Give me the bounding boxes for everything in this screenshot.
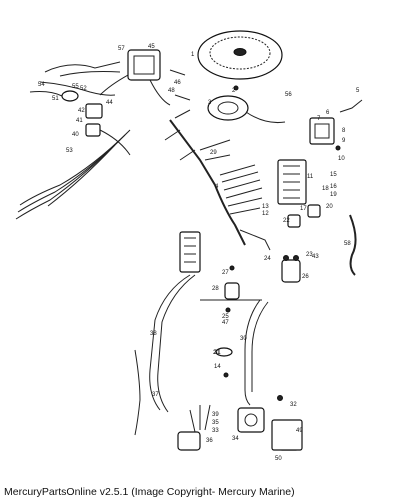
callout-46: 46 (174, 80, 181, 86)
callout-52: 52 (80, 86, 87, 92)
callout-23: 23 (306, 252, 313, 258)
callout-54: 54 (38, 82, 45, 88)
callout-38: 38 (150, 331, 157, 337)
callout-20: 20 (326, 204, 333, 210)
starter-solenoid-part (281, 255, 301, 283)
callout-5: 5 (356, 88, 360, 94)
callout-44: 44 (106, 100, 113, 106)
harness-connector-part (179, 231, 201, 273)
spark-plug-wires-part (29, 61, 121, 102)
callout-42: 42 (78, 108, 85, 114)
callout-19: 19 (330, 192, 337, 198)
main-harness-part (164, 109, 271, 251)
rectifier-part (85, 103, 131, 156)
callout-22: 22 (283, 218, 290, 224)
callout-58: 58 (344, 241, 351, 247)
trigger-harness-part (15, 129, 131, 220)
callout-27: 27 (222, 270, 229, 276)
voltage-regulator-part (309, 99, 363, 151)
callout-48: 48 (168, 88, 175, 94)
callout-45: 45 (148, 44, 155, 50)
callout-35: 35 (212, 420, 219, 426)
callout-3: 3 (208, 100, 212, 106)
callout-49: 49 (296, 428, 303, 434)
callout-25: 25 (222, 314, 229, 320)
callout-8: 8 (342, 128, 346, 134)
callout-32: 32 (290, 402, 297, 408)
stator-part (207, 95, 286, 123)
callout-9: 9 (342, 138, 346, 144)
callout-15: 15 (330, 172, 337, 178)
callout-6: 6 (326, 110, 330, 116)
bracket-part (224, 282, 240, 300)
callout-labels: 1 2 3 4 5 6 7 8 9 10 11 12 13 14 15 16 1… (38, 44, 360, 462)
callout-21: 21 (213, 350, 220, 356)
callout-17: 17 (300, 206, 307, 212)
callout-56: 56 (285, 92, 292, 98)
battery-cable-part (349, 214, 357, 276)
callout-7: 7 (317, 116, 321, 122)
callout-40: 40 (72, 132, 79, 138)
callout-51: 51 (52, 96, 59, 102)
callout-26: 26 (302, 274, 309, 280)
callout-57: 57 (118, 46, 125, 52)
callout-13: 13 (262, 204, 269, 210)
fasteners-part (215, 85, 283, 401)
callout-43: 43 (312, 254, 319, 260)
terminal-block-part (277, 159, 307, 205)
callout-37: 37 (152, 392, 159, 398)
callout-11: 11 (307, 174, 314, 180)
callout-39: 39 (212, 412, 219, 418)
key-switch-part (237, 407, 303, 451)
extension-harness-part (134, 274, 269, 436)
parts-diagram: 1 2 3 4 5 6 7 8 9 10 11 12 13 14 15 16 1… (15, 30, 363, 462)
callout-24: 24 (264, 256, 271, 262)
callout-41: 41 (76, 118, 83, 124)
callout-31: 31 (214, 350, 221, 356)
callout-28: 28 (212, 286, 219, 292)
callout-14: 14 (214, 364, 221, 370)
callout-12: 12 (262, 211, 269, 217)
ignition-pack-part (99, 49, 191, 106)
callout-34: 34 (232, 436, 239, 442)
callout-30: 30 (240, 336, 247, 342)
callout-55: 55 (72, 84, 79, 90)
callout-53: 53 (66, 148, 73, 154)
callout-2: 2 (232, 88, 236, 94)
image-caption: MercuryPartsOnline v2.5.1 (Image Copyrig… (4, 486, 295, 498)
callout-33: 33 (212, 428, 219, 434)
callout-4: 4 (215, 184, 219, 190)
fuse-holder-part (287, 204, 321, 228)
callout-1: 1 (191, 52, 195, 58)
callout-10: 10 (338, 156, 345, 162)
callout-36: 36 (206, 438, 213, 444)
callout-18: 18 (322, 186, 329, 192)
callout-29: 29 (210, 150, 217, 156)
callout-16: 16 (330, 184, 337, 190)
callout-50: 50 (275, 456, 282, 462)
flywheel-part (197, 30, 283, 80)
remote-control-part (177, 404, 211, 451)
callout-47: 47 (222, 320, 229, 326)
